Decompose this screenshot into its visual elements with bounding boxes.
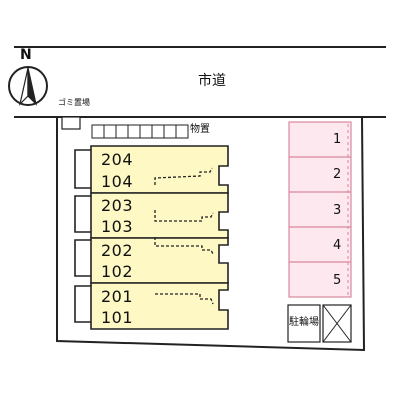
storage-boxes [91,124,189,139]
unit-number: 203 [101,196,134,215]
north-label: N [20,47,32,63]
unit-block [74,145,229,194]
building-block [74,145,229,330]
parking-area [288,121,352,298]
unit-number: 104 [101,172,134,191]
parking-space-number: 4 [333,238,342,253]
north-arrow-icon [8,66,48,106]
unit-number: 201 [101,287,134,306]
unit-block [74,192,229,239]
unit-number: 101 [101,308,134,327]
road-label: 市道 [198,73,226,89]
unit-number: 102 [101,262,134,281]
garbage-area [61,116,81,130]
parking-space-number: 5 [333,273,342,288]
unit-block [74,282,229,330]
parking-space-number: 2 [333,167,342,182]
parking-space-number: 3 [333,203,342,218]
site-boundary [56,116,366,352]
unit-number: 204 [101,150,134,169]
unit-block [74,237,229,284]
cross-box [322,304,352,343]
unit-number: 202 [101,241,134,260]
bike-parking-box [287,304,321,343]
parking-space-number: 1 [333,132,342,147]
storage-label: 物置 [190,124,210,135]
unit-number: 103 [101,217,134,236]
bike-parking-label: 駐輪場 [289,317,319,328]
garbage-label: ゴミ置場 [58,98,90,107]
